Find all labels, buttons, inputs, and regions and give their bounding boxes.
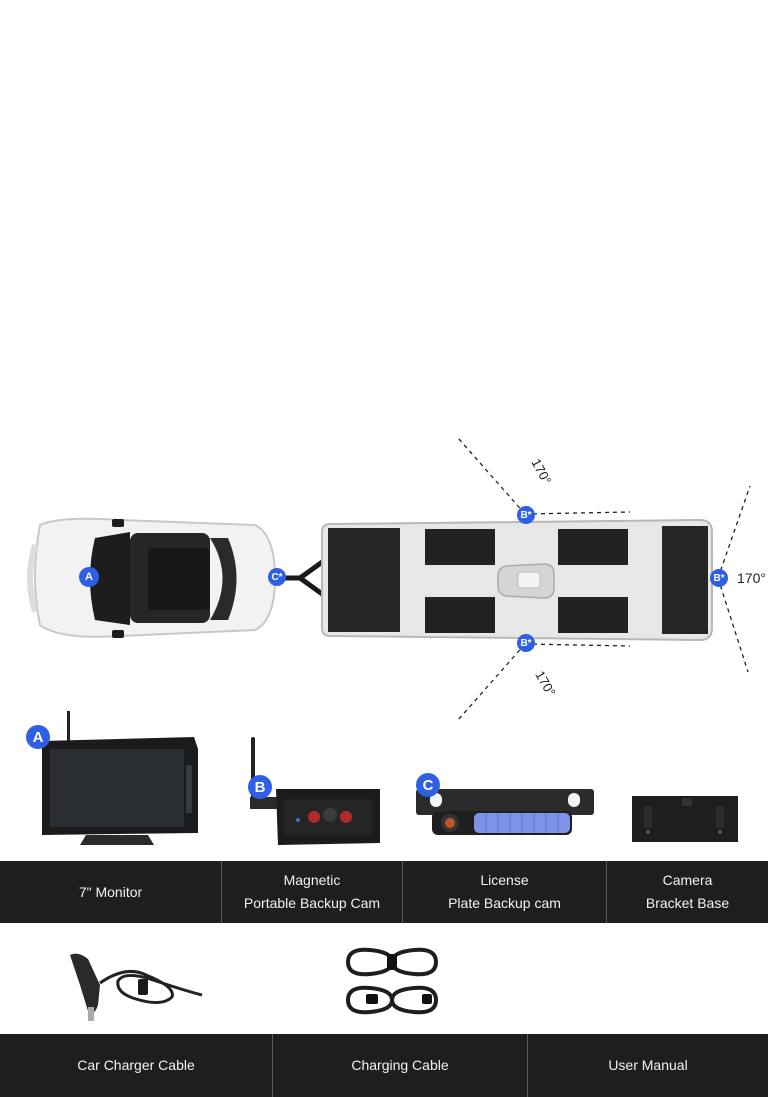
charging-cable-product [340, 942, 444, 1024]
camera-bracket-base-product [628, 792, 742, 846]
side-camera-top-badge: B* [517, 506, 535, 524]
car-charger-cable-product [66, 945, 206, 1025]
trailer-illustration [321, 518, 713, 642]
magnetic-backup-camera-product: B [244, 735, 384, 850]
monitor-product: A [26, 705, 208, 855]
label-line: Charging Cable [351, 1057, 449, 1073]
license-cam-badge: C [416, 773, 440, 797]
camera-field-of-view-lines [457, 437, 751, 721]
label-line: Plate Backup cam [448, 895, 561, 911]
product-labels-row-2: Car Charger Cable Charging Cable User Ma… [0, 1034, 768, 1097]
license-plate-camera-product: C [412, 773, 598, 845]
label-cell-monitor: 7" Monitor [0, 861, 222, 923]
label-line: Car Charger Cable [77, 1057, 195, 1073]
label-cell-user-manual: User Manual [528, 1034, 768, 1097]
label-line: License [480, 872, 529, 888]
hitch-camera-badge: C* [268, 568, 286, 586]
towing-diagram-illustration [27, 437, 751, 721]
side-camera-bottom-badge: B* [517, 634, 535, 652]
product-labels-row-1: 7" Monitor Magnetic Portable Backup Cam … [0, 861, 768, 923]
label-cell-backup-cam: Magnetic Portable Backup Cam [222, 861, 403, 923]
label-line: User Manual [608, 1057, 688, 1073]
rear-camera-badge: B* [710, 569, 728, 587]
towing-diagram: A C* B* B* B* 170° 170° 170° [0, 420, 768, 721]
rear-view-angle: 170° [737, 570, 766, 586]
label-cell-charging-cable: Charging Cable [273, 1034, 528, 1097]
backup-cam-badge: B [248, 775, 272, 799]
label-line: Magnetic [283, 872, 341, 888]
label-line: Portable Backup Cam [243, 895, 381, 911]
car-illustration [27, 517, 277, 638]
monitor-badge: A [26, 725, 50, 749]
label-cell-car-charger: Car Charger Cable [0, 1034, 273, 1097]
label-line: 7" Monitor [78, 883, 143, 900]
monitor-position-badge: A [79, 567, 99, 587]
label-cell-license-cam: License Plate Backup cam [403, 861, 607, 923]
label-line: Camera [662, 872, 713, 888]
label-cell-bracket-base: Camera Bracket Base [607, 861, 768, 923]
label-line: Bracket Base [645, 895, 730, 911]
